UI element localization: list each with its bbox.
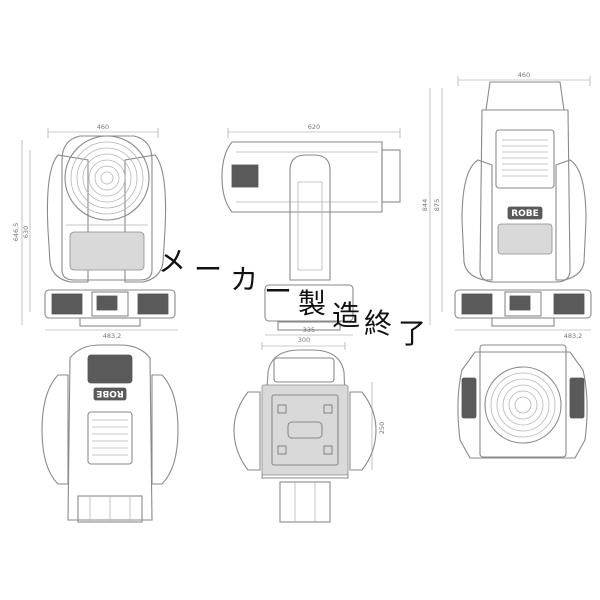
logo-text-back: ROBE xyxy=(511,209,539,219)
dim-side-base-width: 335 xyxy=(303,326,315,334)
overlay-char-7: 終 xyxy=(364,307,393,340)
overlay-char-6: 造 xyxy=(332,299,361,332)
logo-text-rear: ROBE xyxy=(96,388,124,398)
overlay-char-1: メ xyxy=(158,245,187,278)
dim-front-height-outer: 646,5 xyxy=(12,223,20,242)
dim-back-base-width: 483,2 xyxy=(564,332,583,340)
dim-front-width: 460 xyxy=(97,123,109,131)
dim-back-height-outer: 875 xyxy=(433,199,441,211)
dim-front-base-width: 483,2 xyxy=(103,332,122,340)
rear-view-inverted: ROBE xyxy=(41,344,179,523)
front-view: 460 646,5 630 483,2 xyxy=(12,123,178,340)
discontinued-overlay-text: メ ー カ ー 製 造 終 了 xyxy=(158,238,458,350)
overlay-char-5: 製 xyxy=(298,287,327,320)
dim-front-height-inner: 630 xyxy=(22,226,30,238)
overlay-char-4: ー xyxy=(264,275,293,308)
overlay-char-2: ー xyxy=(194,253,223,286)
dim-bottom-height: 250 xyxy=(378,422,386,434)
dim-back-height-inner: 844 xyxy=(421,199,429,211)
overlay-char-3: カ xyxy=(230,263,259,296)
dim-bottom-width: 300 xyxy=(298,336,310,344)
bottom-view: 300 250 xyxy=(233,336,386,523)
overlay-char-8: 了 xyxy=(398,317,427,350)
side-view: 620 335 xyxy=(221,123,401,336)
back-view: 460 844 875 ROBE 483,2 xyxy=(421,71,592,340)
dim-back-width: 460 xyxy=(518,71,530,79)
lens-top-view xyxy=(457,344,588,459)
dim-side-width: 620 xyxy=(308,123,320,131)
